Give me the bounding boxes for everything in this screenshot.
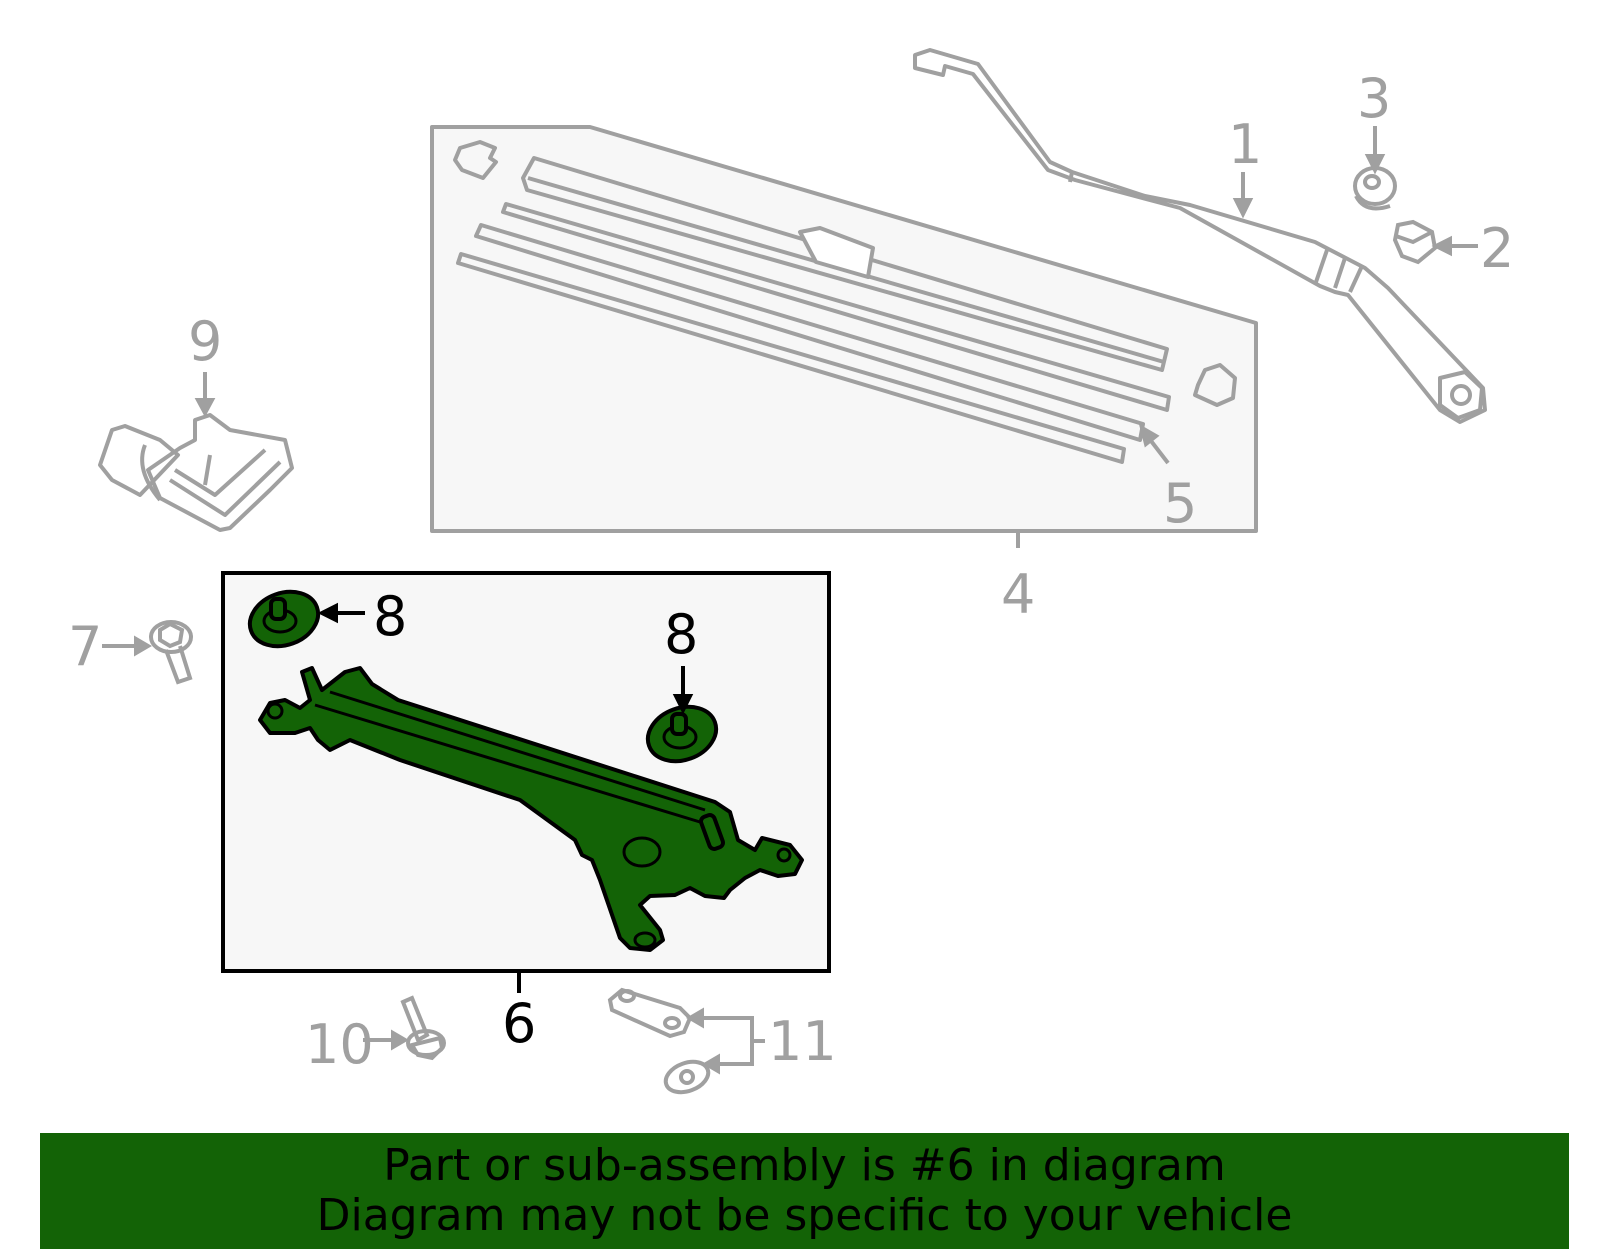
bracket-and-washer[interactable] [607, 987, 712, 1098]
nut-arrow-2 [1431, 235, 1478, 257]
callout-3: 3 [1357, 67, 1392, 130]
info-banner: Part or sub-assembly is #6 in diagram Di… [40, 1133, 1569, 1249]
callout-11: 11 [768, 1010, 837, 1073]
arm-arrow-1 [1232, 172, 1254, 219]
cap-arrow-3 [1364, 126, 1386, 175]
callout-9: 9 [188, 310, 223, 373]
callout-4: 4 [1001, 563, 1036, 626]
callout-6: 6 [502, 992, 537, 1055]
wiper-motor[interactable] [98, 413, 294, 532]
callout-2: 2 [1480, 217, 1515, 280]
grommet-right[interactable] [640, 698, 724, 771]
callout-8a: 8 [373, 585, 408, 648]
callout-1: 1 [1228, 113, 1263, 176]
wiper-blade-set-panel[interactable] [430, 125, 1258, 548]
flange-bolt[interactable] [400, 995, 446, 1061]
wiper-arm[interactable] [913, 48, 1487, 424]
banner-line-1: Part or sub-assembly is #6 in diagram [383, 1140, 1226, 1191]
bolt-arrow-10 [363, 1029, 409, 1051]
wiper-linkage-assembly[interactable] [258, 666, 804, 952]
callout-5: 5 [1163, 472, 1198, 535]
banner-line-2: Diagram may not be specific to your vehi… [316, 1190, 1293, 1241]
bolt-arrow-7 [102, 635, 152, 657]
callout-8b: 8 [664, 603, 699, 666]
callout-10: 10 [305, 1013, 374, 1076]
grommet-arrow-8a [317, 602, 365, 624]
motor-arrow-9 [194, 372, 216, 418]
grommet-left[interactable] [242, 583, 326, 656]
callout-5-arrow [1138, 423, 1170, 465]
mounting-bolt[interactable] [149, 620, 193, 685]
grommet-arrow-8b [672, 666, 694, 715]
callout-7: 7 [68, 615, 103, 678]
bracket-arrows-11 [686, 1007, 765, 1075]
arm-nut[interactable] [1392, 219, 1438, 265]
